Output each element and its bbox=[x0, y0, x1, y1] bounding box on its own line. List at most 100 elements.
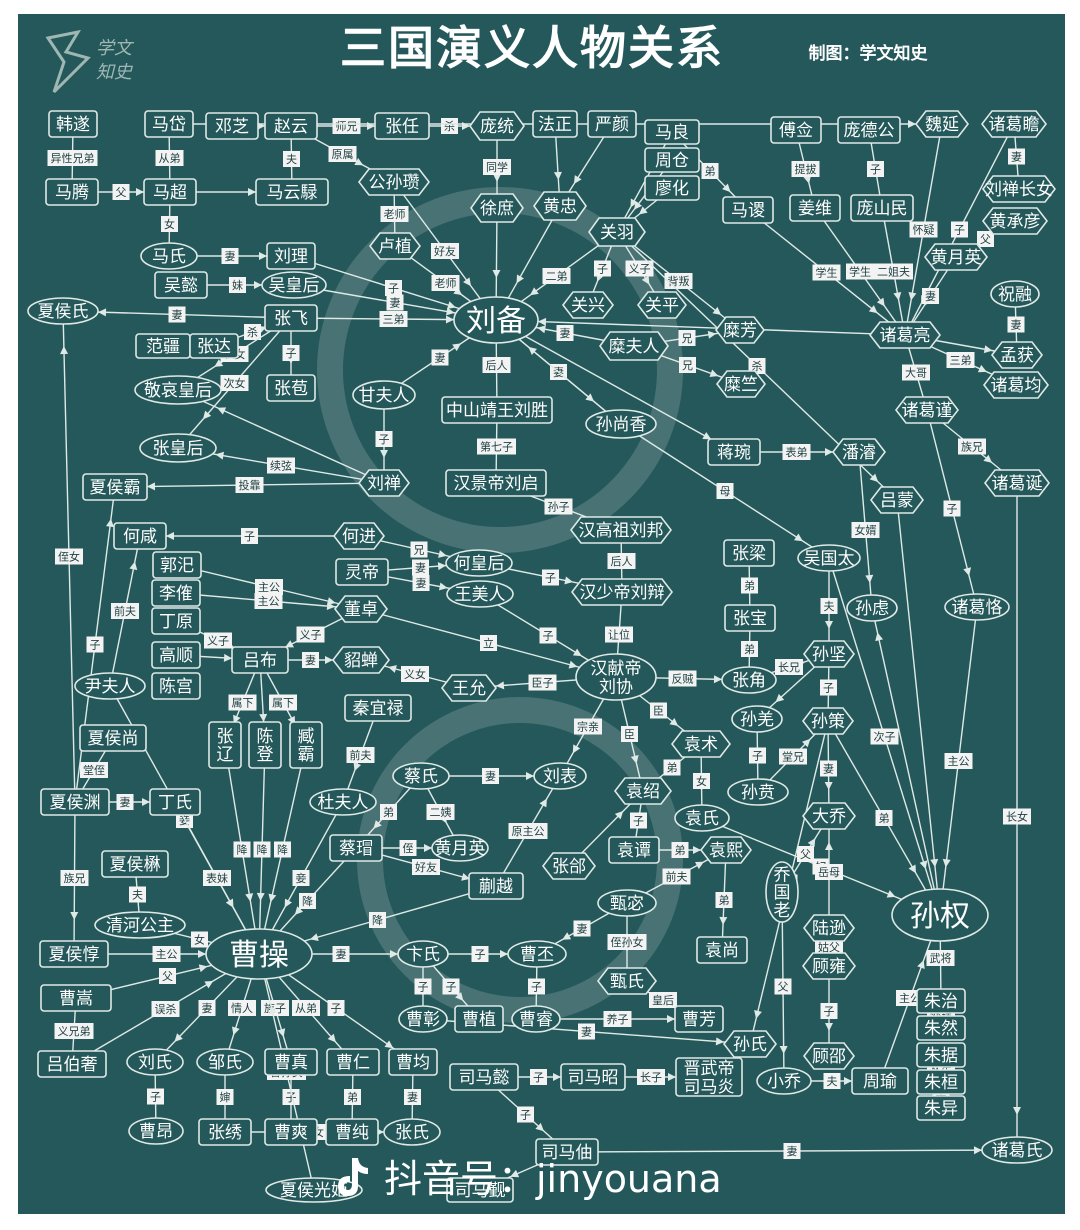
node-frame bbox=[27, 297, 99, 325]
arrow-head bbox=[256, 892, 265, 902]
relation-label-bg bbox=[292, 870, 310, 886]
person-node: 刘理 bbox=[266, 242, 316, 270]
arrow-head bbox=[146, 482, 156, 491]
relation-label-bg bbox=[749, 747, 766, 764]
arrow-head bbox=[668, 1073, 676, 1081]
arrow-head bbox=[424, 844, 432, 852]
person-node: 祝融 bbox=[990, 280, 1040, 308]
relation-label: 弟 bbox=[705, 165, 716, 178]
relation-label-bg bbox=[678, 330, 696, 346]
person-node: 张达 bbox=[189, 333, 239, 359]
arrow-head bbox=[537, 317, 547, 326]
node-label: 夏侯氏 bbox=[38, 302, 89, 322]
person-node: 糜夫人 bbox=[599, 331, 669, 361]
arrow-head bbox=[803, 174, 812, 184]
relation-label-bg bbox=[544, 498, 573, 515]
node-label: 清河公主 bbox=[106, 916, 174, 936]
person-node: 马超 bbox=[143, 178, 197, 206]
relation-label: 同学 bbox=[486, 160, 508, 174]
node-frame bbox=[981, 207, 1049, 235]
person-node: 吴懿 bbox=[154, 271, 208, 299]
person-node: 曹丕 bbox=[507, 940, 567, 968]
relation-edge: 弟 bbox=[715, 849, 733, 951]
relation-label-bg bbox=[216, 1089, 234, 1105]
arrow-head bbox=[1013, 1107, 1021, 1115]
node-frame bbox=[151, 641, 201, 669]
arrow-head bbox=[60, 345, 69, 355]
arrow-head bbox=[277, 1028, 286, 1038]
relation-label-bg bbox=[530, 1069, 547, 1085]
relation-label: 弟 bbox=[719, 894, 730, 907]
node-frame bbox=[205, 112, 259, 140]
watermark-text: 抖音号：jinyouana bbox=[384, 1157, 722, 1201]
node-frame bbox=[981, 1136, 1053, 1164]
relation-label: 次子 bbox=[874, 730, 896, 744]
arrow-head bbox=[553, 1073, 561, 1081]
relation-label: 老师 bbox=[384, 208, 406, 221]
node-frame bbox=[441, 396, 553, 424]
person-node: 曹爽 bbox=[264, 1118, 318, 1146]
relation-label: 第七子 bbox=[480, 440, 513, 454]
node-label: 关兴 bbox=[571, 296, 605, 316]
relation-label: 二姐夫 bbox=[877, 265, 910, 279]
relation-edge: 父 bbox=[774, 891, 792, 1082]
node-label: 孙坚 bbox=[812, 645, 846, 665]
node-frame bbox=[431, 834, 489, 862]
relation-edge: 学生 bbox=[814, 207, 906, 336]
node-frame bbox=[770, 116, 822, 144]
person-node: 刘氏 bbox=[126, 1048, 184, 1076]
relation-label: 长子 bbox=[640, 1071, 662, 1084]
person-node: 朱据 bbox=[916, 1042, 966, 1068]
relation-label-bg bbox=[668, 670, 697, 687]
node-label: 汉景帝刘启 bbox=[454, 474, 539, 494]
relation-edge: 妻 bbox=[62, 306, 292, 323]
node-label: 廖化 bbox=[655, 179, 689, 199]
arrow-head bbox=[526, 772, 534, 780]
node-frame bbox=[597, 889, 657, 917]
arrow-head bbox=[129, 561, 138, 571]
relation-label: 姑父 bbox=[818, 941, 840, 954]
relation-label-bg bbox=[775, 659, 803, 675]
node-frame bbox=[152, 551, 202, 579]
arrow-head bbox=[983, 345, 993, 354]
relation-label: 父 bbox=[116, 186, 127, 199]
arrow-head bbox=[529, 287, 539, 296]
relation-label: 妻 bbox=[925, 290, 936, 303]
relation-label-bg bbox=[779, 748, 807, 765]
person-node: 黄月英 bbox=[431, 834, 489, 862]
header: 学文 知史 三国演义人物关系 制图：学文知史 bbox=[45, 21, 928, 94]
relation-line bbox=[871, 607, 941, 916]
arrow-head bbox=[794, 533, 803, 542]
relation-label-bg bbox=[649, 992, 677, 1008]
relation-label-bg bbox=[471, 946, 489, 962]
person-node: 魏延 bbox=[914, 110, 970, 138]
relation-label: 弟 bbox=[383, 806, 394, 819]
node-frame bbox=[674, 1005, 724, 1033]
arrow-head bbox=[572, 648, 582, 657]
node-frame bbox=[128, 1117, 184, 1145]
node-frame bbox=[850, 194, 914, 222]
node-frame bbox=[990, 341, 1044, 369]
node-frame bbox=[801, 707, 855, 735]
relation-label: 妻 bbox=[823, 763, 834, 776]
relation-label-bg bbox=[296, 626, 325, 643]
person-node: 曹嵩 bbox=[40, 984, 112, 1012]
relation-label-bg bbox=[147, 1088, 164, 1105]
node-label: 王美人 bbox=[455, 585, 506, 605]
person-node: 黄月英 bbox=[923, 243, 989, 271]
relation-label: 臣子 bbox=[532, 677, 554, 690]
person-node: 孙尚香 bbox=[585, 409, 657, 439]
relation-label: 子 bbox=[379, 433, 390, 446]
person-node: 中山靖王刘胜 bbox=[441, 396, 553, 424]
node-label: 袁绍 bbox=[626, 782, 660, 802]
person-node: 曹植 bbox=[454, 1005, 504, 1033]
node-label: 曹嵩 bbox=[59, 989, 93, 1009]
relation-label: 妻 bbox=[416, 577, 427, 590]
relation-label: 武将 bbox=[930, 952, 952, 965]
node-label: 张任 bbox=[385, 117, 419, 137]
relation-label: 妻 bbox=[202, 1002, 213, 1015]
relation-label-bg bbox=[650, 702, 667, 719]
node-frame bbox=[79, 724, 147, 752]
relation-label-bg bbox=[220, 375, 249, 391]
arrow-head bbox=[70, 911, 79, 921]
